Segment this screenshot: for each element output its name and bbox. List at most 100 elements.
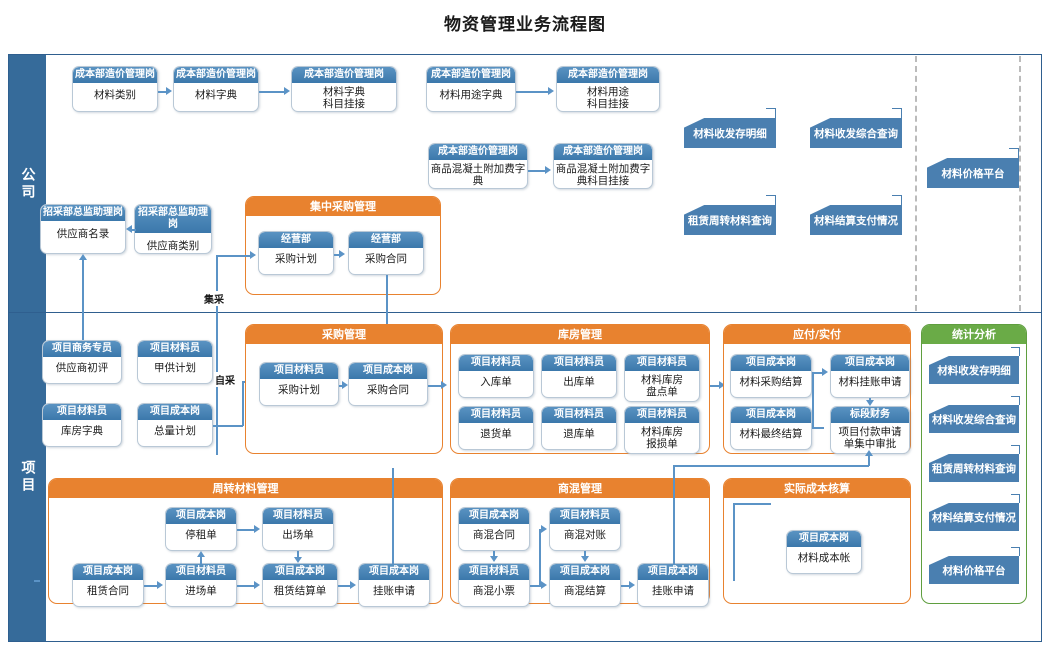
process-box[interactable]: 项目材料员 入库单: [458, 354, 534, 398]
group-header: 应付/实付: [724, 325, 910, 344]
process-role: 成本部造价管理岗: [557, 67, 659, 83]
process-role: 项目材料员: [542, 355, 616, 371]
report-label: 材料结算支付情况: [814, 214, 898, 227]
connector: [237, 529, 255, 531]
report-corner-tick: [892, 195, 902, 205]
process-box[interactable]: 成本部造价管理岗 商品混凝土附加费字典科目挂接: [553, 143, 653, 189]
process-box[interactable]: 项目成本岗 总量计划: [137, 403, 213, 447]
dashed-divider-2: [1019, 56, 1021, 311]
process-task: 材料用途 科目挂接: [587, 86, 629, 110]
report-shape[interactable]: 材料结算支付情况: [929, 503, 1019, 531]
process-role: 经营部: [349, 232, 423, 248]
report-label: 材料收发综合查询: [932, 413, 1016, 426]
process-box[interactable]: 经营部 采购合同: [348, 231, 424, 275]
process-box[interactable]: 项目成本岗 租赁合同: [72, 563, 144, 607]
report-label: 材料收发存明细: [693, 127, 767, 140]
process-box[interactable]: 成本部造价管理岗 商品混凝土附加费字典: [428, 143, 528, 189]
process-box[interactable]: 项目材料员 商混小票: [458, 563, 530, 607]
lane-divider: [8, 312, 1042, 313]
connector: [339, 385, 343, 387]
report-corner-tick: [1009, 148, 1019, 158]
process-box[interactable]: 项目成本岗 采购合同: [348, 362, 428, 406]
process-box[interactable]: 项目成本岗 材料挂账申请: [830, 354, 910, 398]
process-task: 供应商初评: [55, 361, 109, 374]
process-task: 退货单: [480, 427, 512, 440]
process-box[interactable]: 项目成本岗 租赁结算单: [262, 563, 338, 607]
process-box[interactable]: 项目材料员 进场单: [165, 563, 237, 607]
process-task: 材料成本帐: [797, 551, 851, 564]
arrow-head: [719, 381, 725, 389]
process-task: 入库单: [480, 375, 512, 388]
process-box[interactable]: 项目成本岗 挂账申请: [358, 563, 430, 607]
connector: [530, 585, 542, 587]
process-box[interactable]: 项目成本岗 材料采购结算: [730, 354, 812, 398]
report-corner-tick: [766, 108, 776, 118]
connector: [710, 385, 722, 387]
group-header: 库房管理: [451, 325, 709, 344]
process-box[interactable]: 招采部总监助理岗 供应商名录: [40, 204, 126, 254]
process-role: 项目成本岗: [731, 355, 811, 371]
process-box[interactable]: 项目材料员 库房字典: [42, 403, 122, 447]
process-box[interactable]: 成本部造价管理岗 材料用途字典: [426, 66, 516, 112]
connector: [297, 551, 299, 559]
report-shape[interactable]: 材料收发综合查询: [929, 405, 1019, 433]
connector: [428, 385, 442, 387]
swimlane-project-label: 项目: [19, 460, 36, 494]
process-box[interactable]: 项目成本岗 材料最终结算: [730, 406, 812, 450]
process-box[interactable]: 项目材料员 材料库房 报损单: [624, 406, 700, 454]
process-role: 项目材料员: [459, 564, 529, 580]
process-box[interactable]: 经营部 采购计划: [258, 231, 334, 275]
connector: [158, 91, 167, 93]
report-shape[interactable]: 租赁周转材料查询: [684, 205, 776, 235]
connector: [237, 585, 255, 587]
report-shape[interactable]: 材料价格平台: [929, 556, 1019, 584]
report-shape[interactable]: 租赁周转材料查询: [929, 454, 1019, 482]
process-box[interactable]: 项目材料员 甲供计划: [137, 340, 213, 384]
connector: [812, 372, 814, 428]
process-role: 项目材料员: [625, 355, 699, 371]
process-box[interactable]: 项目材料员 退货单: [458, 406, 534, 450]
arrow-head: [197, 551, 205, 557]
process-box[interactable]: 项目材料员 材料库房 盘点单: [624, 354, 700, 402]
process-task: 出场单: [282, 528, 314, 541]
report-shape[interactable]: 材料收发存明细: [684, 118, 776, 148]
connector: [338, 585, 351, 587]
process-box[interactable]: 成本部造价管理岗 材料类别: [72, 66, 158, 112]
process-box[interactable]: 项目成本岗 商混结算: [549, 563, 621, 607]
process-box[interactable]: 项目材料员 退库单: [541, 406, 617, 450]
group-header: 商混管理: [451, 479, 709, 498]
process-task: 采购计划: [278, 383, 320, 396]
report-shape[interactable]: 材料价格平台: [927, 158, 1019, 188]
process-role: 项目材料员: [542, 407, 616, 423]
process-box[interactable]: 招采部总监助理岗 供应商类别: [134, 204, 212, 254]
process-task: 商品混凝土附加费字典科目挂接: [555, 163, 651, 187]
process-role: 项目材料员: [550, 508, 620, 524]
process-box[interactable]: 项目材料员 出场单: [262, 507, 334, 551]
process-box[interactable]: 项目成本岗 材料成本帐: [786, 530, 862, 574]
report-label: 租赁周转材料查询: [688, 214, 772, 227]
report-shape[interactable]: 材料收发存明细: [929, 356, 1019, 384]
process-box[interactable]: 项目材料员 出库单: [541, 354, 617, 398]
process-box[interactable]: 成本部造价管理岗 材料用途 科目挂接: [556, 66, 660, 112]
process-box[interactable]: 项目成本岗 商混合同: [458, 507, 530, 551]
process-box[interactable]: 项目成本岗 挂账申请: [637, 563, 709, 607]
process-box[interactable]: 项目成本岗 停租单: [165, 507, 237, 551]
process-box[interactable]: 标段财务 项目付款申请 单集中审批: [830, 406, 910, 454]
swimlane-project: 项目: [9, 313, 46, 641]
process-task: 材料字典 科目挂接: [323, 86, 365, 110]
process-box[interactable]: 项目商务专员 供应商初评: [42, 340, 122, 384]
process-box[interactable]: 成本部造价管理岗 材料字典: [173, 66, 259, 112]
process-box[interactable]: 项目材料员 商混对账: [549, 507, 621, 551]
report-shape[interactable]: 材料结算支付情况: [810, 205, 902, 235]
arrow-head: [339, 250, 345, 258]
process-task: 材料最终结算: [739, 427, 803, 440]
report-corner-tick: [766, 195, 776, 205]
process-role: 项目材料员: [43, 404, 121, 420]
arrow-head: [284, 87, 290, 95]
process-box[interactable]: 成本部造价管理岗 材料字典 科目挂接: [291, 66, 397, 112]
process-box[interactable]: 项目材料员 采购计划: [259, 362, 339, 406]
report-shape[interactable]: 材料收发综合查询: [810, 118, 902, 148]
connector: [673, 465, 675, 564]
process-task: 供应商名录: [56, 227, 110, 240]
